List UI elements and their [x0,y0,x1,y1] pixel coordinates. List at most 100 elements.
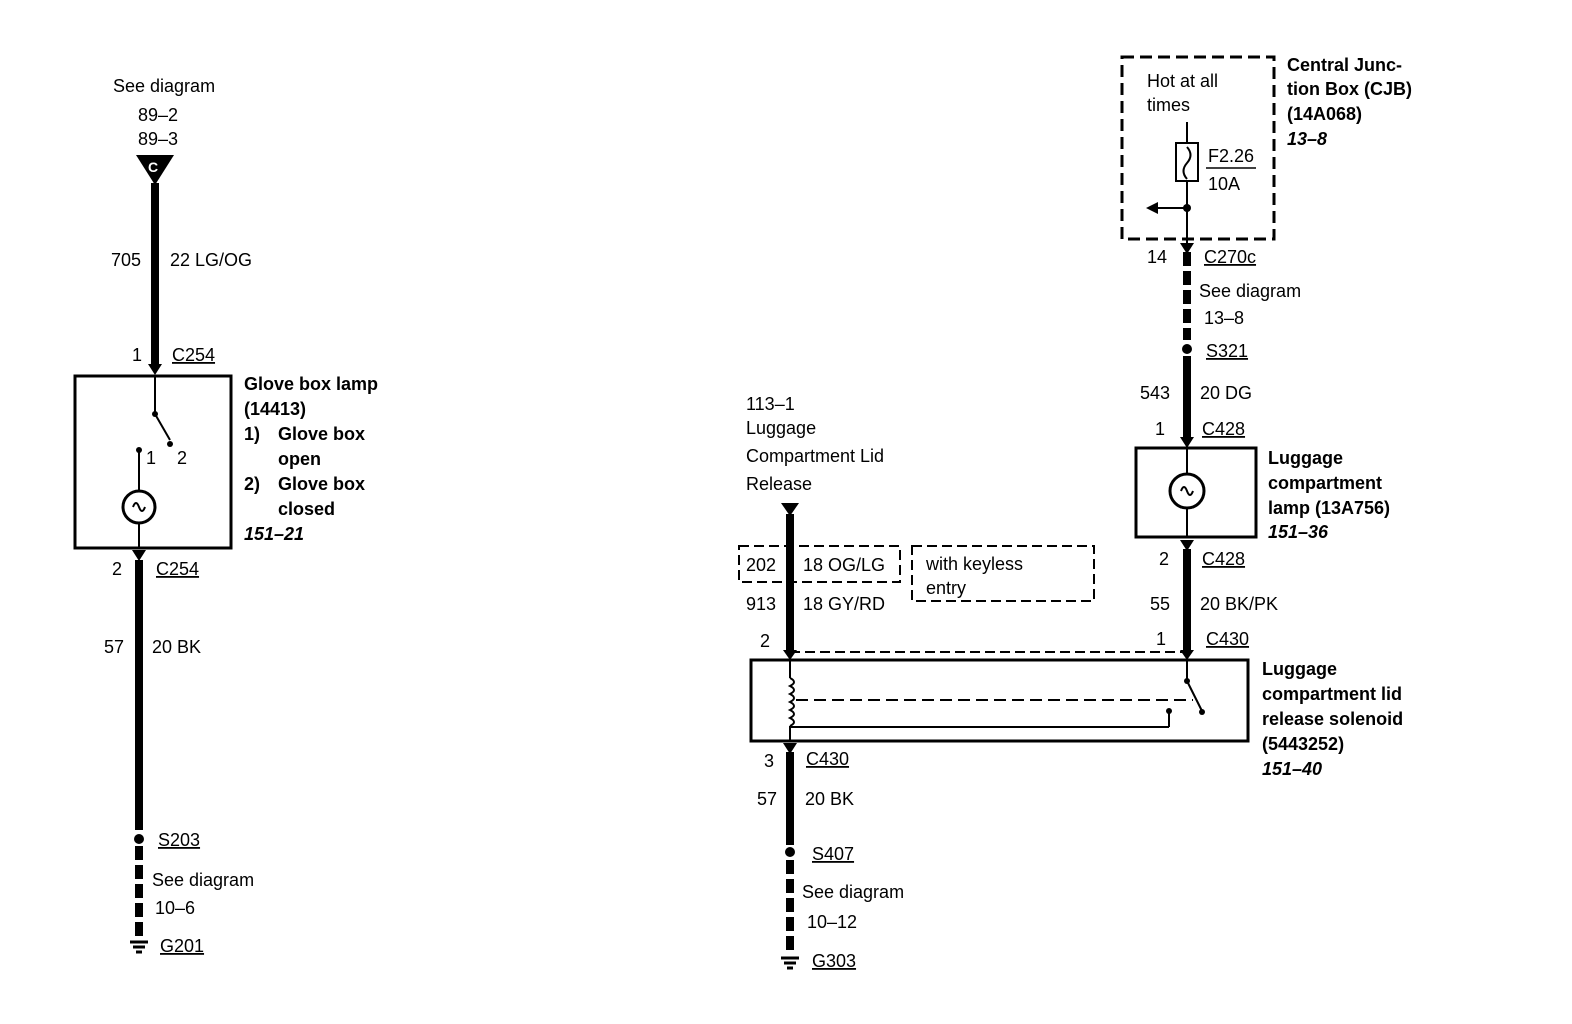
switch-contact-2 [167,441,173,447]
pin-arrow-icon [148,364,162,375]
splice-s321: S321 [1206,341,1248,361]
pin-arrow-icon [783,650,797,660]
solenoid-box [749,658,1250,743]
sol-name4: (5443252) [1262,734,1344,754]
s203-see: See diagram [152,870,254,890]
glove-conn-top: C254 [172,345,215,365]
solenoid-coil-icon [787,677,795,727]
left-source-connector-icon [136,155,174,185]
sol-pin-bottom: 3 [764,751,774,771]
pin-arrow-icon [1180,437,1194,448]
cjb-name1: Central Junc- [1287,55,1402,75]
lamp-ref: 151–36 [1268,522,1329,542]
sol-pin-right: 1 [1156,629,1166,649]
glove-name2: (14413) [244,399,306,419]
release-line3: Compartment Lid [746,446,884,466]
keyless-entry-box [911,545,1095,602]
left-circuit: See diagram 89–2 89–3 C 705 22 LG/OG 1 C… [73,76,378,956]
left-source-ref1: 89–2 [138,105,178,125]
sol-name3: release solenoid [1262,709,1403,729]
sol-ref: 151–40 [1262,759,1322,779]
lamp-name3: lamp (13A756) [1268,498,1390,518]
glove-pin-top: 1 [132,345,142,365]
glove-item1-b: open [278,449,321,469]
sol-name2: compartment lid [1262,684,1402,704]
wire-202-circuit: 202 [746,555,776,575]
switch-blade-icon [154,413,171,441]
bulb-filament-icon [132,502,146,512]
cjb-pin: 14 [1147,247,1167,267]
lamp-pin-top: 1 [1155,419,1165,439]
sol-name1: Luggage [1262,659,1337,679]
left-source-ref2: 89–3 [138,129,178,149]
wire-55-circuit: 55 [1150,594,1170,614]
wire-543-circuit: 543 [1140,383,1170,403]
pin-arrow-icon [1180,243,1194,254]
glove-box-lamp-box [73,374,233,550]
wire-57-left-gauge: 20 BK [152,637,201,657]
cjb-ref: 13–8 [1287,129,1327,149]
cjb-hot2: times [1147,95,1190,115]
splice-s407: S407 [812,844,854,864]
wire-57-right-circuit: 57 [757,789,777,809]
right-circuit: Hot at all times F2.26 10A Central Junc-… [738,55,1412,971]
option-202-box [738,545,901,583]
s407-see: See diagram [802,882,904,902]
switch-pos-1: 1 [146,448,156,468]
pin-arrow-icon [1180,650,1194,660]
wire-705-circuit: 705 [111,250,141,270]
wire-57-left-circuit: 57 [104,637,124,657]
wire-543-gauge: 20 DG [1200,383,1252,403]
wire-55-gauge: 20 BK/PK [1200,594,1278,614]
wire-913-gauge: 18 GY/RD [803,594,885,614]
cjb-name2: tion Box (CJB) [1287,79,1412,99]
switch-pos-2: 2 [177,448,187,468]
sol-pin-left: 2 [760,631,770,651]
pin-arrow-icon [132,550,146,561]
fuse-rating: 10A [1208,174,1240,194]
keyless-line1: with keyless [925,554,1023,574]
release-connector-icon [781,503,799,516]
cjb-name3: (14A068) [1287,104,1362,124]
glove-ref: 151–21 [244,524,304,544]
cjb-see: See diagram [1199,281,1301,301]
release-line2: Luggage [746,418,816,438]
splice-s321-icon [1182,344,1192,354]
ground-g201: G201 [160,936,204,956]
wire-202-gauge: 18 OG/LG [803,555,885,575]
lamp-name1: Luggage [1268,448,1343,468]
pin-arrow-icon [1180,540,1194,551]
glove-item1-num: 1) [244,424,260,444]
cjb-hot1: Hot at all [1147,71,1218,91]
splice-s203: S203 [158,830,200,850]
left-source-connector-letter: C [148,159,158,175]
cjb-see-ref: 13–8 [1204,308,1244,328]
sol-conn-top: C430 [1206,629,1249,649]
glove-item2-num: 2) [244,474,260,494]
bulb-filament-icon [1180,486,1194,496]
glove-pin-bottom: 2 [112,559,122,579]
wire-57-right-gauge: 20 BK [805,789,854,809]
wire-705-gauge: 22 LG/OG [170,250,252,270]
release-line4: Release [746,474,812,494]
lamp-conn-bottom: C428 [1202,549,1245,569]
luggage-lamp-box [1134,446,1258,539]
wire-913-circuit: 913 [746,594,776,614]
release-ref: 113–1 [746,394,795,414]
glove-item2-b: closed [278,499,335,519]
s407-see-ref: 10–12 [807,912,857,932]
glove-name1: Glove box lamp [244,374,378,394]
solenoid-switch-icon [1186,680,1203,712]
glove-item2-a: Glove box [278,474,365,494]
cjb-conn: C270c [1204,247,1256,267]
sol-conn-bottom: C430 [806,749,849,769]
pin-arrow-icon [783,743,797,754]
lamp-pin-bottom: 2 [1159,549,1169,569]
lamp-conn-top: C428 [1202,419,1245,439]
arrow-left-icon [1146,202,1158,214]
cjb-box [1120,55,1276,241]
splice-s203-icon [134,834,144,844]
glove-item1-a: Glove box [278,424,365,444]
glove-conn-bottom: C254 [156,559,199,579]
